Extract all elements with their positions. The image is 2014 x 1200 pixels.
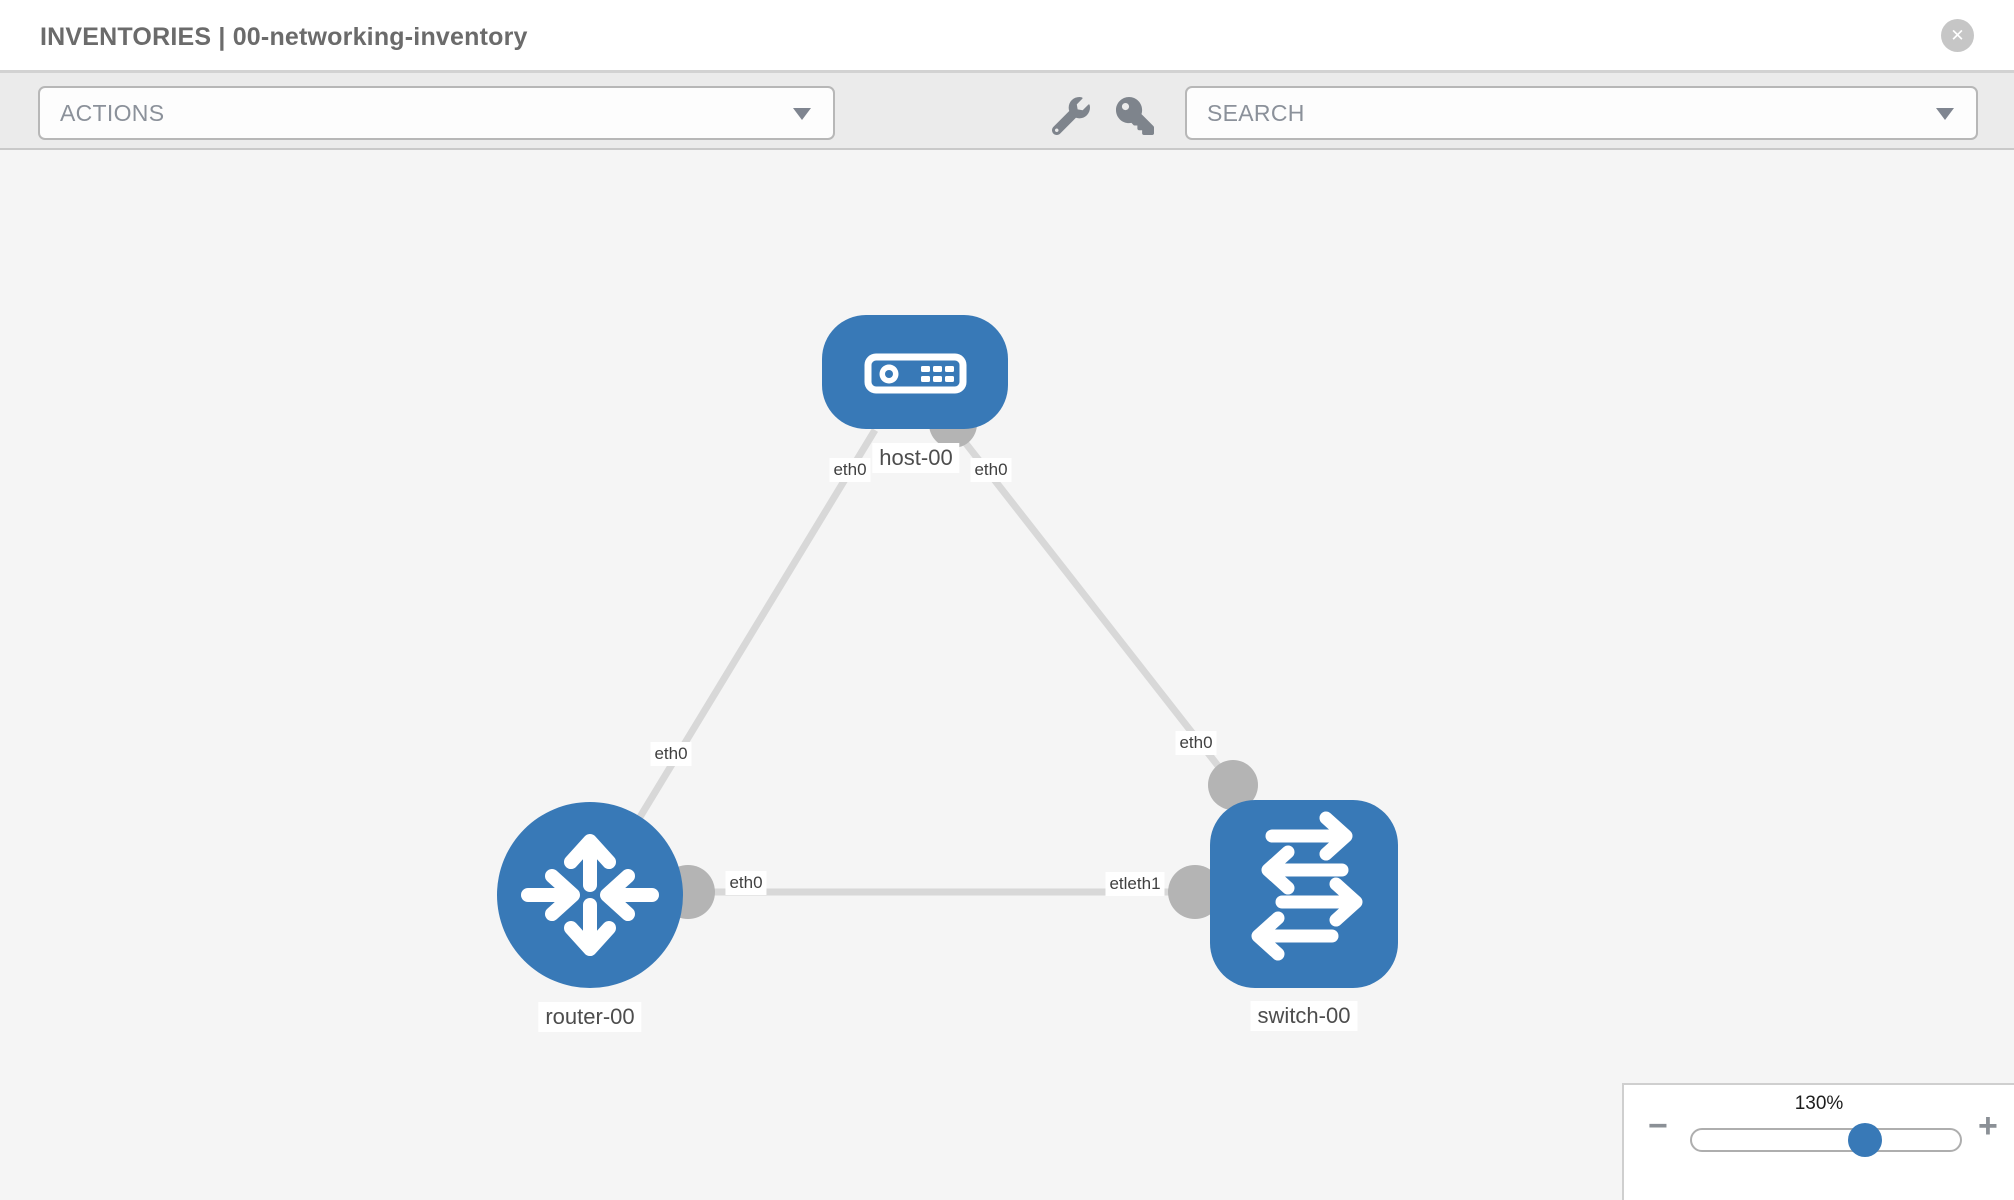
node-host-00[interactable] xyxy=(822,315,1008,429)
connector-switch-left xyxy=(1168,865,1222,919)
node-label-host: host-00 xyxy=(872,443,960,473)
search-dropdown[interactable]: SEARCH xyxy=(1185,86,1978,140)
switch-icon xyxy=(1251,811,1363,961)
zoom-slider-track[interactable] xyxy=(1690,1123,1962,1157)
close-icon: ✕ xyxy=(1950,25,1965,45)
topology-canvas[interactable]: host-00 router-00 switch-00 eth0 eth0 et… xyxy=(0,150,2014,1200)
node-label-router: router-00 xyxy=(538,1002,642,1032)
search-input-placeholder: SEARCH xyxy=(1207,99,1305,126)
iface-label-host-eth0-left: eth0 xyxy=(829,458,871,482)
host-icon xyxy=(864,353,967,394)
iface-label-host-eth0-right: eth0 xyxy=(970,458,1012,482)
toolbar: ACTIONS SEARCH xyxy=(0,73,2014,150)
window-header: INVENTORIES | 00-networking-inventory ✕ xyxy=(0,0,2014,73)
topology-graph xyxy=(497,315,1398,988)
page-title: INVENTORIES | 00-networking-inventory xyxy=(40,23,528,51)
link-host-switch[interactable] xyxy=(950,424,1236,788)
router-icon xyxy=(521,834,659,956)
zoom-level-value: 130% xyxy=(1794,1093,1844,1114)
key-icon[interactable] xyxy=(1116,97,1154,135)
iface-label-switch-eth1-link: etleth1 xyxy=(1105,872,1165,896)
connector-switch-top xyxy=(1208,760,1258,810)
wrench-icon[interactable] xyxy=(1052,97,1090,135)
actions-dropdown-label: ACTIONS xyxy=(60,99,165,126)
chevron-down-icon xyxy=(793,108,811,120)
zoom-in-button[interactable]: + xyxy=(1978,1107,1998,1145)
zoom-out-button[interactable]: − xyxy=(1648,1107,1668,1145)
actions-dropdown[interactable]: ACTIONS xyxy=(38,86,835,140)
close-button[interactable]: ✕ xyxy=(1941,19,1974,52)
zoom-slider-thumb[interactable] xyxy=(1848,1123,1882,1157)
node-router-00[interactable] xyxy=(497,802,683,988)
zoom-panel: 130% − + xyxy=(1622,1083,2014,1200)
iface-label-router-eth0-top: eth0 xyxy=(650,742,692,766)
iface-label-router-eth0-link: eth0 xyxy=(725,871,767,895)
node-label-switch: switch-00 xyxy=(1250,1001,1358,1031)
node-switch-00[interactable] xyxy=(1210,800,1398,988)
chevron-down-icon xyxy=(1936,108,1954,120)
iface-label-switch-eth0-top: eth0 xyxy=(1175,731,1217,755)
